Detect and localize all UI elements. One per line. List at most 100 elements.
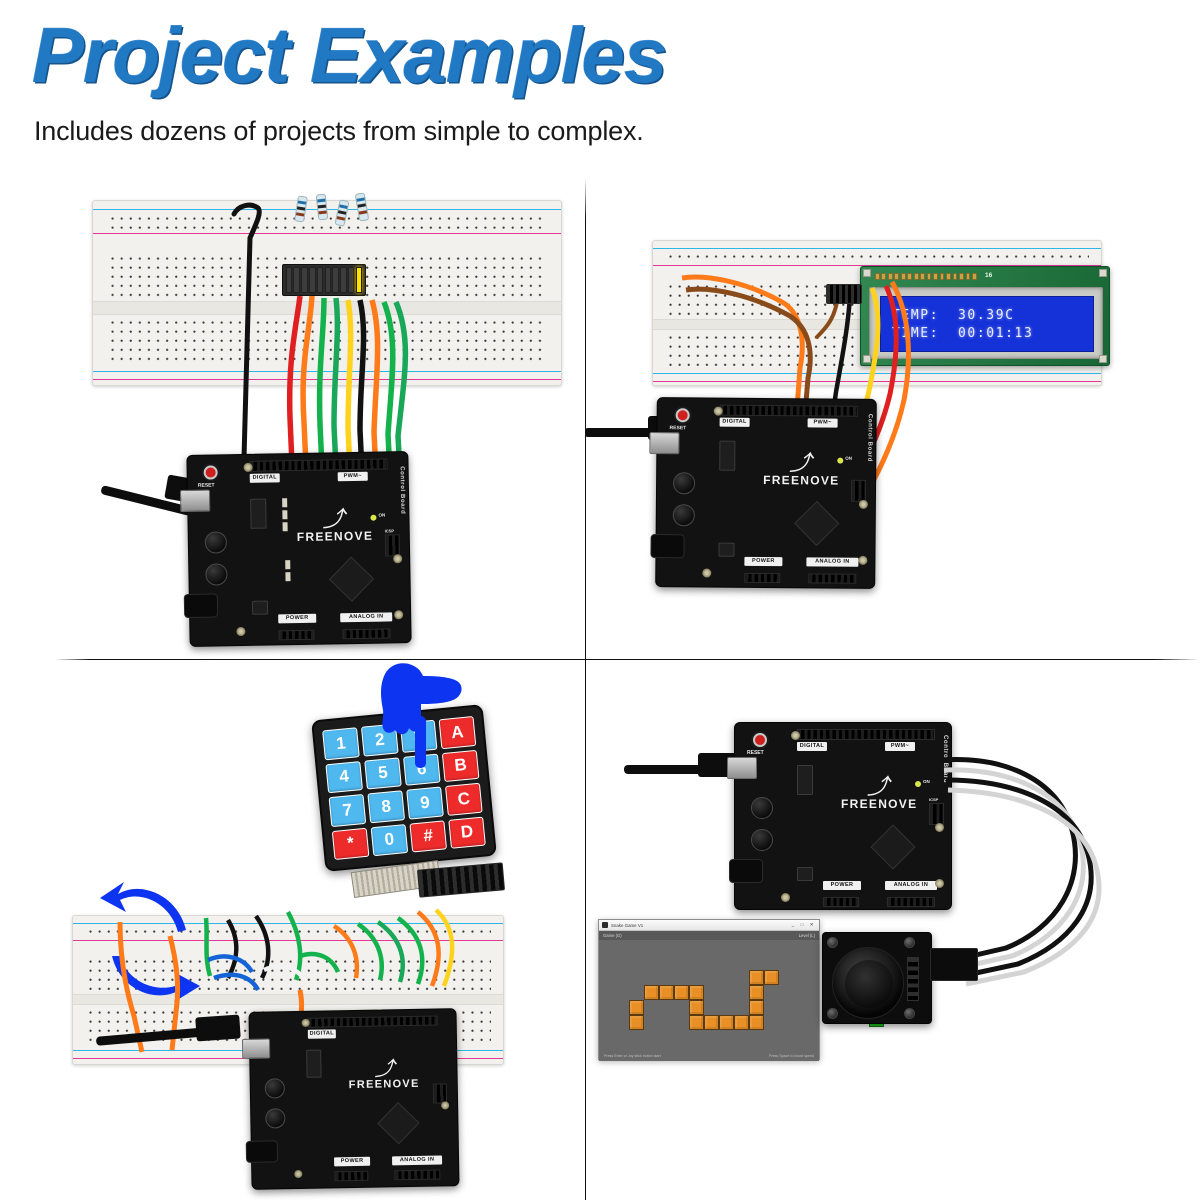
panel-joystick: RESET DIGITAL PWM~ ⤴ FREENOVE Control Bo… [586,660,1200,1200]
mount-hole [904,1008,915,1019]
analog-header-label: ANALOG IN [392,1155,443,1165]
control-board-side-label: Control Board [398,466,406,515]
icsp-label: ICSP [384,528,395,534]
snake-segment [704,1015,719,1030]
panel-lcd: 16 TEMP: 30.39C TIME: 00:01:13 [586,178,1200,659]
snake-segment [764,970,779,985]
vertical-divider [585,178,587,1200]
keypad-key-d[interactable]: D [448,816,486,849]
digital-header-label: DIGITAL [797,742,827,751]
page-subtitle: Includes dozens of projects from simple … [34,116,644,146]
rotation-arrow-cw [112,956,200,1002]
freenove-brand: FREENOVE [763,472,840,488]
power-header-label: POWER [744,556,783,566]
keypad-key-9[interactable]: 9 [406,786,444,820]
usb-cable [624,765,708,774]
snake-segment [719,1015,734,1030]
snake-segment [734,1015,749,1030]
snake-segment [749,1015,764,1030]
analog-header-label: ANALOG IN [340,612,393,622]
pwm-header-label: PWM~ [885,742,915,751]
freenove-control-board: RESET DIGITAL PWM~ ⤴ FREENOVE Control Bo… [179,451,412,647]
mount-hole [827,1008,838,1019]
usb-cable [586,428,656,437]
lcd-screen: TEMP: 30.39C TIME: 00:01:13 [880,296,1094,352]
snake-segment [689,1000,704,1015]
power-header-label: POWER [278,613,317,623]
keypad-key-8[interactable]: 8 [367,790,406,823]
power-on-label: ON [923,779,930,784]
window-controls[interactable]: _ □ ✕ [791,922,816,927]
reset-label: RESET [669,425,687,432]
keypad-key-hash[interactable]: # [409,819,448,853]
digital-header-label: DIGITAL [307,1029,336,1039]
snake-segment [659,985,674,1000]
freenove-control-board: RESET DIGITAL PWM~ ⤴ FREENOVE Control Bo… [649,397,877,589]
led-bar-module [282,264,366,296]
game-menu-left[interactable]: Game (G) [603,933,622,938]
control-board-side-label: Control Board [942,735,948,784]
mount-hole [827,937,838,948]
keypad-key-star[interactable]: * [331,827,370,860]
keypad-key-0[interactable]: 0 [370,823,409,857]
horizontal-divider [55,659,1200,661]
lcd1602-module: 16 TEMP: 30.39C TIME: 00:01:13 [860,266,1110,366]
power-on-label: ON [378,512,386,518]
game-hint-left: Press Enter or Joy stick button start [604,1054,661,1058]
snake-game-window[interactable]: Snake Game V1 _ □ ✕ Game (G) Level (L) [598,919,884,1061]
digital-header-label: DIGITAL [249,473,280,483]
snake-segment [674,985,689,1000]
power-header-label: POWER [334,1156,371,1166]
joystick-connector [930,948,978,981]
game-window-icon [602,922,608,928]
joystick-cap[interactable] [832,947,904,1019]
game-canvas[interactable]: Press Enter or Joy stick button start Pr… [599,940,884,1061]
power-header-label: POWER [823,881,861,890]
snake-segment [689,985,704,1000]
analog-header-label: ANALOG IN [885,881,937,890]
joystick-module[interactable] [822,932,932,1024]
game-hint-right: Press Space to boost speed [769,1054,814,1058]
digital-header-label: DIGITAL [719,417,750,427]
game-window-title: Snake Game V1 [611,922,644,928]
page-header: Project Examples Includes dozens of proj… [0,0,1200,170]
keypad-key-c[interactable]: C [445,782,483,816]
freenove-brand: FREENOVE [348,1077,420,1092]
lcd-pin-header [875,273,977,280]
game-menu-right[interactable]: Level (L) [798,933,815,938]
pointing-hand-icon [381,663,462,768]
pwm-header-label: PWM~ [337,471,368,481]
lcd-line-2: TIME: 00:01:13 [892,325,1034,341]
freenove-logo-mark: ⤴ [867,774,890,799]
keypad-key-7[interactable]: 7 [328,793,367,827]
snake-segment [749,970,764,985]
page-title: Project Examples [32,11,667,99]
snake-segment [749,1000,764,1015]
reset-label: RESET [197,482,215,489]
icsp-label: ICSP [929,797,939,802]
reset-label: RESET [747,750,764,756]
game-menu-bar[interactable]: Game (G) Level (L) [599,931,819,940]
mount-hole [904,937,915,948]
lcd-pin-count-label: 16 [985,272,993,279]
joystick-pin-header [907,957,919,1001]
lcd-line-1: TEMP: 30.39C [892,307,1015,323]
snake-segment [644,985,659,1000]
game-title-bar[interactable]: Snake Game V1 _ □ ✕ [599,920,819,931]
keypad-key-1[interactable]: 1 [322,727,360,760]
snake-segment [629,1015,644,1030]
pin-header-connector [826,284,862,304]
keypad-key-4[interactable]: 4 [325,760,363,794]
snake-segment [749,985,764,1000]
freenove-brand: FREENOVE [841,797,918,811]
panel-keypad: 1 2 3 A 4 5 6 B 7 8 9 C * 0 # D [0,660,585,1200]
keypad-connector [416,862,506,898]
freenove-brand: FREENOVE [296,528,374,545]
power-on-label: ON [845,455,853,461]
snake-segment [629,1000,644,1015]
freenove-control-board: DIGITAL ⤴ FREENOVE POWER ANALOG IN [241,1008,460,1190]
analog-header-label: ANALOG IN [806,557,859,567]
usb-plug [195,1014,241,1042]
snake-segment [689,1015,704,1030]
